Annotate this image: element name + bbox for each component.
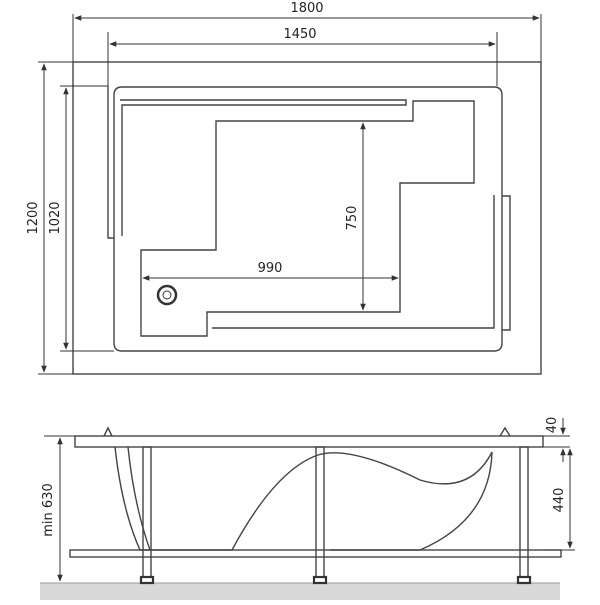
leg-foot-middle — [312, 575, 328, 585]
inner-bowl-outline — [113, 86, 503, 352]
dim-tub-depth-label: 440 — [552, 488, 567, 513]
support-legs — [139, 446, 532, 585]
dim-overall-depth-label: 1200 — [26, 201, 41, 234]
dim-tub-depth: 440 — [543, 448, 575, 551]
upper-ledge-line — [120, 99, 407, 236]
rim-slab — [74, 435, 544, 448]
right-armrest-line — [502, 195, 511, 331]
leg-foot-left — [139, 575, 155, 585]
dim-inner-width: 1450 — [107, 27, 498, 86]
floor-hatch — [40, 583, 560, 600]
right-overflow-tab — [499, 426, 511, 437]
dim-inner-depth: 1020 — [48, 85, 114, 352]
dim-bottom-length: 990 — [142, 261, 399, 281]
stepped-seat-contour — [140, 100, 475, 337]
leg-foot-right — [516, 575, 532, 585]
left-overflow-tab — [103, 426, 113, 437]
dim-step-depth: 750 — [345, 122, 366, 311]
left-armrest-line — [107, 86, 114, 239]
dim-rim-thickness-label: 40 — [545, 417, 560, 434]
dim-overall-depth: 1200 — [26, 61, 73, 375]
dim-inner-depth-label: 1020 — [48, 201, 63, 234]
lower-ledge-line — [212, 195, 495, 329]
dim-overall-width-label: 1800 — [290, 1, 323, 16]
drain-center — [162, 290, 172, 300]
dim-bottom-length-label: 990 — [258, 261, 283, 276]
side-view — [40, 426, 562, 600]
dim-rim-thickness: 40 — [543, 417, 570, 462]
dim-min-height: min 630 — [41, 435, 75, 582]
bowl-profile-back — [330, 451, 493, 551]
drain-icon — [156, 284, 178, 306]
dim-overall-width: 1800 — [72, 1, 542, 62]
top-view — [72, 61, 542, 375]
dim-inner-width-label: 1450 — [283, 27, 316, 42]
bowl-profile-outer — [114, 446, 493, 551]
dim-step-depth-label: 750 — [345, 206, 360, 231]
bowl-profile-inner — [127, 446, 151, 551]
outer-rim-outline — [72, 61, 542, 375]
dim-min-height-label: min 630 — [41, 483, 56, 536]
